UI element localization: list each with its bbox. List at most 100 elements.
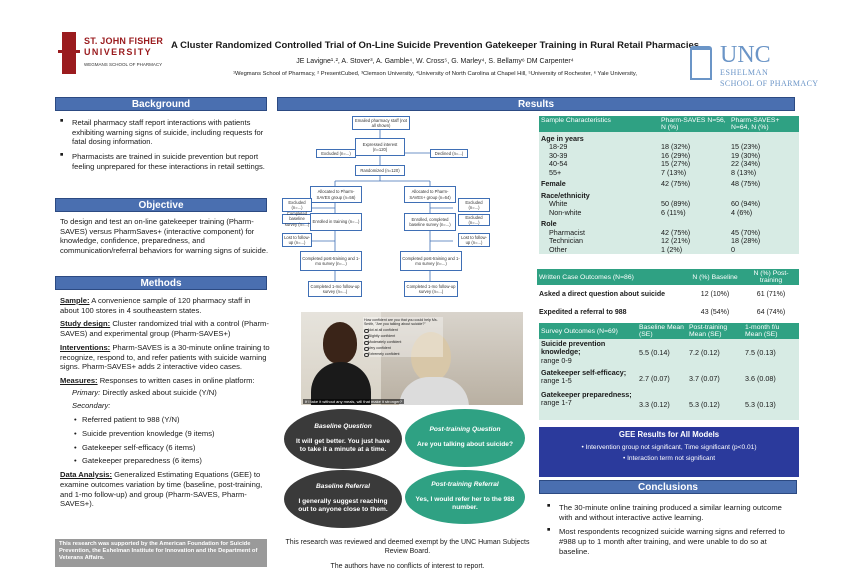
logo-line-2: UNIVERSITY <box>84 47 153 57</box>
table-cell: 18-29 <box>549 142 568 152</box>
table-cell: 12 (10%) <box>687 285 743 304</box>
table-header: Survey Outcomes (N=69) <box>539 323 637 339</box>
table-cell: 15 (27%) <box>661 159 691 169</box>
flow-box: Randomized (n=120) <box>355 165 405 176</box>
table-cell: 22 (34%) <box>731 159 761 169</box>
flow-box: Allocated to Pharm-SAVES+ group (n=64) <box>404 186 456 203</box>
table-cell: 5.3 (0.12) <box>689 399 720 409</box>
table-cell: 8 (13%) <box>731 167 757 177</box>
outcome-label: Gatekeeper self-efficacy; <box>541 368 627 377</box>
outcome-label: Suicide prevention knowledge; <box>541 339 606 357</box>
table-cell: 18 (28%) <box>731 236 761 246</box>
table-cell: 3.7 (0.07) <box>689 373 720 383</box>
conclusions-heading: Conclusions <box>539 480 797 494</box>
group-label: Role <box>541 219 557 229</box>
background-heading: Background <box>55 97 267 111</box>
table-cell: 40-54 <box>549 159 568 169</box>
interventions-label: Interventions: <box>60 342 111 352</box>
flow-box: Completed post-training and 1-mo survey … <box>300 251 362 271</box>
flow-box: Emailed pharmacy staff (not all shown) <box>352 116 410 130</box>
table-cell: 2.7 (0.07) <box>639 373 670 383</box>
table-cell: 45 (70%) <box>731 227 761 237</box>
design-text: Cluster randomized trial with a control … <box>60 319 269 339</box>
group-label: Race/ethnicity <box>541 190 590 200</box>
eshelman-wordmark: ESHELMAN <box>720 68 769 77</box>
outcome-range: range 1-7 <box>541 398 572 408</box>
background-section: Retail pharmacy staff report interaction… <box>60 118 265 177</box>
conclusion-bullet: Most respondents recognized suicide warn… <box>547 527 797 556</box>
flow-box: Excluded (n=...) <box>316 149 356 158</box>
group-label: Age in years <box>541 134 584 143</box>
training-video-still: How confident are you that you could hel… <box>301 312 523 405</box>
st-john-fisher-logo: ST. JOHN FISHER UNIVERSITY WEGMANS SCHOO… <box>58 30 172 80</box>
quiz-option[interactable]: Moderately confident <box>364 340 442 345</box>
poster-title: A Cluster Randomized Controlled Trial of… <box>170 40 700 51</box>
flow-box: Excluded (n=...) <box>458 198 490 212</box>
secondary-item: Gatekeeper preparedness (6 items) <box>74 456 270 466</box>
table-cell: White <box>549 199 568 209</box>
flow-box: Enrolled, completed baseline survey (n=.… <box>404 213 456 231</box>
table-cell: 64 (74%) <box>743 304 799 321</box>
table-cell: Non-white <box>549 207 582 217</box>
table-header: Sample Characteristics <box>539 116 659 132</box>
primary-text: Directly asked about suicide (Y/N) <box>100 387 217 397</box>
secondary-item: Referred patient to 988 (Y/N) <box>74 415 270 425</box>
video-quiz-panel: How confident are you that you could hel… <box>363 317 443 357</box>
table-cell: 50 (89%) <box>661 199 691 209</box>
table-cell: 42 (75%) <box>661 227 691 237</box>
flow-box: Excluded (n=...) <box>458 214 490 226</box>
quiz-option[interactable]: Very confident <box>364 346 442 351</box>
quiz-option[interactable]: Slightly confident <box>364 334 442 339</box>
logo-line-3: WEGMANS SCHOOL OF PHARMACY <box>84 62 163 67</box>
table-cell: 18 (32%) <box>661 142 691 152</box>
quiz-option[interactable]: Not at all confident <box>364 328 442 333</box>
table-cell: Asked a direct question about suicide <box>537 285 687 304</box>
table-cell: 4 (6%) <box>731 207 753 217</box>
unc-wordmark: UNC <box>720 42 771 68</box>
table-cell: 5.3 (0.13) <box>745 399 776 409</box>
objective-text: To design and test an on-line gatekeeper… <box>60 217 269 256</box>
flow-box: Expressed interest (n=120) <box>355 138 405 156</box>
flow-box: Declined (n=...) <box>430 149 468 158</box>
table-cell: 5.5 (0.14) <box>639 348 670 358</box>
table-cell: 61 (71%) <box>743 285 799 304</box>
primary-label: Primary: <box>72 387 101 397</box>
flow-box: Completed 1-mo follow-up survey (n=...) <box>308 281 362 297</box>
methods-heading: Methods <box>55 276 267 290</box>
secondary-item: Gatekeeper self-efficacy (6 items) <box>74 443 270 453</box>
table-cell: 42 (75%) <box>661 179 691 189</box>
table-cell: 3.3 (0.12) <box>639 399 670 409</box>
written-case-outcomes-table: Written Case Outcomes (N=86) N (%) Basel… <box>537 269 799 321</box>
results-heading: Results <box>277 97 795 111</box>
gee-results-box: GEE Results for All Models • Interventio… <box>539 427 799 477</box>
table-cell: Technician <box>549 236 583 246</box>
bubble-text: I generally suggest reaching out to anyo… <box>298 497 388 514</box>
outcome-label: Gatekeeper preparedness; <box>541 390 632 399</box>
flow-box: Completed baseline survey (n=...) <box>282 211 312 227</box>
flow-box: Completed 1-mo follow-up survey (n=...) <box>404 281 458 297</box>
quiz-question: How confident are you that you could hel… <box>364 318 438 326</box>
patient-actor-photo <box>301 312 381 405</box>
table-cell: 7 (13%) <box>661 167 687 177</box>
table-cell: 1 (2%) <box>661 244 683 254</box>
video-caption: If I take it without any meals, will tha… <box>303 399 404 404</box>
background-bullet: Pharmacists are trained in suicide preve… <box>60 152 265 171</box>
measures-label: Measures: <box>60 376 98 386</box>
baseline-question-bubble: Baseline Question It will get better. Yo… <box>284 409 402 469</box>
table-cell: Other <box>549 244 567 254</box>
secondary-label: Secondary: <box>72 401 111 411</box>
objective-heading: Objective <box>55 198 267 212</box>
crest-icon <box>58 32 80 74</box>
sample-characteristics-table: Sample Characteristics Pharm-SAVES N=56,… <box>539 116 799 255</box>
consort-flow-diagram: Emailed pharmacy staff (not all shown) E… <box>280 113 535 313</box>
table-header: N (%) Post-training <box>743 269 799 285</box>
table-cell: 16 (29%) <box>661 150 691 160</box>
table-header: Baseline Mean (SE) <box>637 323 687 339</box>
table-cell: 15 (23%) <box>731 142 761 152</box>
survey-outcomes-table: Survey Outcomes (N=69) Baseline Mean (SE… <box>539 323 799 420</box>
quiz-option[interactable]: Extremely confident <box>364 352 442 357</box>
post-training-question-bubble: Post-training Question Are you talking a… <box>405 409 525 467</box>
bubble-title: Post-training Referral <box>431 481 499 489</box>
secondary-item: Suicide prevention knowledge (9 items) <box>74 429 270 439</box>
school-wordmark: SCHOOL OF PHARMACY <box>720 79 819 88</box>
